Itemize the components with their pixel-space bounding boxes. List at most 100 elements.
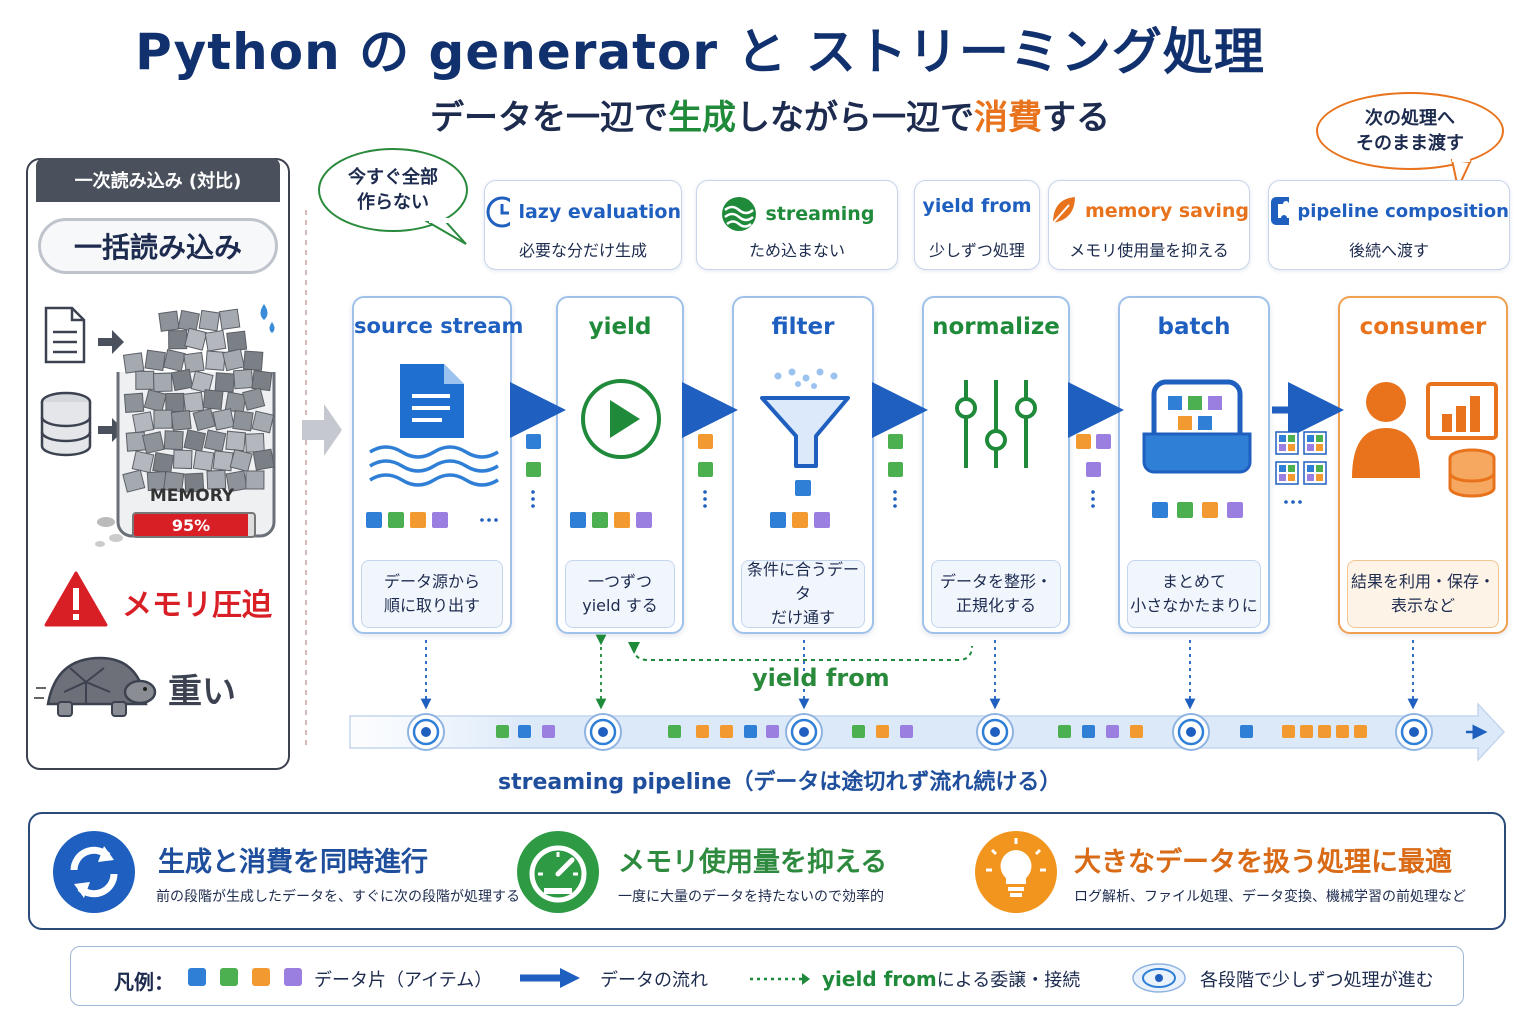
feature-title: streaming [765, 203, 875, 225]
legend-items-text: データ片（アイテム） [314, 970, 493, 991]
batch-grid-icon [1275, 431, 1299, 455]
legend-flow-arrow-icon [520, 968, 580, 988]
data-cube [141, 431, 165, 454]
data-item [888, 434, 903, 449]
data-item [496, 725, 509, 738]
legend-yield-from: yield fromによる委譲・接続 [822, 966, 1080, 992]
data-cube [222, 348, 245, 372]
data-cube [144, 349, 166, 372]
data-item [388, 512, 404, 528]
ellipsis-dot [703, 504, 707, 508]
legend-item-swatches [188, 968, 302, 986]
stage-title: source stream [354, 314, 524, 338]
stage-desc: まとめて 小さなかたまりに [1127, 560, 1261, 628]
legend-yield-from-suffix: による委譲・接続 [936, 970, 1081, 991]
legend-swatch [252, 968, 270, 986]
feature-title: memory saving [1084, 200, 1249, 222]
data-item [1106, 725, 1119, 738]
feature-desc: 必要な分だけ生成 [518, 241, 647, 260]
ellipsis-dot [1091, 504, 1095, 508]
subtitle-accent-generate: 生成 [668, 98, 736, 138]
stage-title: consumer [1359, 314, 1487, 340]
stage-filter: filter 条件に合うデータ だけ通す [732, 296, 874, 634]
data-item [1096, 434, 1111, 449]
pipeline-label: streaming pipeline（データは途切れず流れ続ける） [498, 770, 1062, 795]
data-item [1086, 462, 1101, 477]
page-title: Python の generator と ストリーミング処理 [135, 23, 1265, 81]
data-cube [225, 470, 248, 493]
data-cube [184, 327, 208, 351]
data-item [792, 512, 808, 528]
data-item [1130, 725, 1143, 738]
feature-pipeline-composition: pipeline composition 後続へ渡す [1268, 180, 1510, 270]
ellipsis-dot [1291, 500, 1295, 504]
memory-label: MEMORY [149, 486, 235, 506]
summary-desc: ログ解析、ファイル処理、データ変換、機械学習の前処理など [1074, 889, 1466, 905]
data-cube [232, 409, 254, 432]
data-cube [152, 372, 173, 393]
data-item [570, 512, 586, 528]
stage-title: yield [588, 314, 652, 340]
data-cube [252, 448, 275, 471]
data-item [744, 725, 757, 738]
data-cube [198, 309, 221, 332]
stage-title: normalize [932, 314, 1060, 340]
data-cube [214, 372, 235, 393]
feature-yield-from: yield from 少しずつ処理 [914, 180, 1040, 270]
document-icon [44, 306, 86, 364]
data-cube [170, 368, 194, 392]
funnel-icon [760, 368, 850, 468]
data-item [1336, 725, 1349, 738]
ellipsis-dot [531, 490, 535, 494]
batch-grid-icon [1303, 461, 1327, 485]
lightbulb-icon [975, 831, 1057, 913]
turtle-icon [34, 656, 157, 717]
pipeline-node-icon [584, 713, 622, 751]
subtitle-accent-consume: 消費 [974, 98, 1042, 138]
summary-desc: 前の段階が生成したデータを、すぐに次の段階が処理する [156, 889, 520, 905]
legend [70, 946, 1464, 1006]
data-cube [163, 471, 185, 493]
stage-source-stream: source stream データ源から 順に取り出す [352, 296, 524, 634]
data-cube [203, 429, 227, 452]
pipeline-node-icon [1172, 713, 1210, 751]
page-subtitle: データを一辺で生成しながら一辺で消費する [0, 90, 1536, 139]
ellipsis-dot [480, 518, 484, 522]
data-item [696, 725, 709, 738]
feature-desc: 少しずつ処理 [929, 241, 1025, 260]
stage-desc: 結果を利用・保存・ 表示など [1347, 560, 1499, 628]
stage-desc: 条件に合うデータ だけ通す [741, 560, 865, 628]
pipeline-node-icon [1395, 713, 1433, 751]
data-cube [163, 349, 186, 372]
data-cube [163, 430, 184, 451]
batch-grid-icon [1275, 461, 1299, 485]
data-item [1227, 502, 1243, 518]
data-cube [184, 472, 205, 493]
data-item [636, 512, 652, 528]
legend-yield-from-keyword: yield from [822, 967, 937, 991]
data-cube [122, 352, 145, 374]
data-item [1202, 502, 1218, 518]
speech-bubble-left: 今すぐ全部 作らない [318, 148, 468, 232]
ellipsis-dot [703, 497, 707, 501]
pipeline-node-icon [407, 713, 445, 751]
legend-label: 凡例： [114, 970, 174, 994]
play-icon [581, 379, 661, 459]
yield-from-label: yield from [752, 664, 890, 692]
ellipsis-dot [893, 497, 897, 501]
data-cube [172, 449, 193, 470]
data-cube [123, 392, 145, 413]
data-item [526, 434, 541, 449]
ellipsis-dot [1091, 490, 1095, 494]
file-stream-icon [369, 364, 499, 487]
stage-yield: yield 一つずつ yield する [556, 296, 684, 634]
batch-grid-icon [1303, 431, 1327, 455]
data-item [1282, 725, 1295, 738]
feature-memory-saving: memory saving メモリ使用量を抑える [1048, 180, 1250, 270]
pipeline-node-icon [785, 713, 823, 751]
data-cube [182, 391, 205, 413]
data-cube [190, 370, 214, 394]
data-item [814, 512, 830, 528]
warning-icon [44, 571, 108, 627]
ellipsis-dot [1284, 500, 1288, 504]
